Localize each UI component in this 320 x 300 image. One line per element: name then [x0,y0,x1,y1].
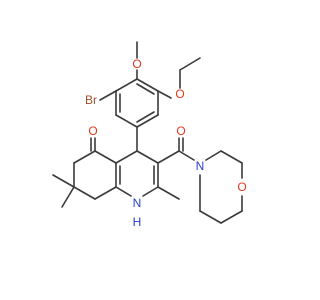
bromine-label: Br [85,93,97,107]
n1-c2-bond [142,186,159,197]
c-br-bond [99,90,117,101]
morpholine-nitrogen-label: N [196,159,205,173]
c7-methyl-b-bond [61,186,75,208]
ring-nh-hydrogen-label: H [133,215,142,229]
atom-labels: Br O O O O N O N H [85,57,247,229]
amide-c-n-bond [178,150,195,161]
c3-c4-bond [136,150,159,164]
aryl-bond-5 [115,114,138,128]
c7-c8-bond [73,186,96,200]
aryl-bond-4 [136,114,159,128]
bonds [52,41,243,224]
morpholine-oxygen-label: O [237,180,246,194]
c8a-n1-bond [115,186,132,197]
aryl-bond-4-inner [136,111,155,123]
c2-methyl-bond [157,186,180,200]
ch2-ch3-ethoxy-bond [179,57,201,71]
c5-c6-bond [73,150,96,164]
structure-canvas: Br O O O O N O N H [52,41,247,229]
c4-c4a-bond [115,150,138,164]
morph-c1-c2-bond [220,150,243,164]
ethoxy-oxygen-label: O [175,87,184,101]
morph-n-c1-bond [205,150,222,161]
ring-nh-label: N [133,196,142,210]
methoxy-oxygen-label: O [132,57,141,71]
aryl-bond-1 [115,78,138,92]
c8-c8a-bond [94,186,117,200]
morph-c4-c5-bond [199,210,222,224]
c7-methyl-a-bond [52,174,75,188]
c3-carbonyl-bond [157,150,180,164]
ketone-oxygen-label: O [88,124,97,138]
morph-c3-c4-bond [220,210,243,224]
c4a-c5-bond [94,150,117,164]
molecule-diagram: Br O O O O N O N H [52,41,247,229]
c-o-ethoxy-bond [157,90,172,99]
aryl-bond-2 [136,78,159,92]
amide-oxygen-label: O [176,124,185,138]
aryl-bond-2-inner [136,83,155,95]
